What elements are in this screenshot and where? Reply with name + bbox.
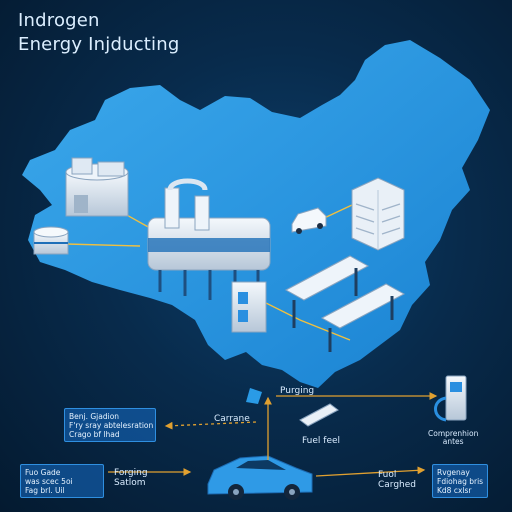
hydrogen-facility — [147, 178, 271, 302]
label-fuel-charged: Fuol Carghed — [378, 470, 417, 490]
charging-station — [434, 375, 467, 422]
storage-benches — [284, 255, 406, 352]
electric-car — [207, 455, 313, 500]
info-box-storage: Benj. Gjadion F'ry sray abtelesration Cr… — [64, 408, 156, 442]
label-compression: Comprenhion antes — [428, 429, 479, 446]
info-box-charged: Rvgenay Fdiohag bris Kd8 cxlsr — [432, 464, 488, 498]
info-box-storage-line-1: Benj. Gjadion — [69, 412, 120, 421]
fuel-nozzle — [299, 403, 339, 427]
info-box-charged-line-1: Rvgenay — [437, 468, 470, 477]
label-forging-station: Forging Satlom — [114, 468, 148, 488]
info-box-station-line-1: Fuo Gade — [25, 468, 61, 477]
title-line-1: Indrogen — [18, 10, 100, 31]
label-fuel-feel: Fuel feel — [302, 436, 341, 446]
info-box-charged-line-2: Fdiohag bris — [437, 477, 484, 486]
info-box-storage-line-3: Crago bf lhad — [69, 430, 120, 439]
gas-tank-left — [33, 226, 69, 255]
info-box-charged-line-3: Kd8 cxlsr — [437, 486, 472, 495]
building-right — [351, 177, 405, 251]
title-line-2: Energy Injducting — [18, 34, 180, 55]
plant-upper-left — [65, 157, 129, 217]
island-small — [246, 388, 262, 404]
info-box-station: Fuo Gade was scec 5oi Fag brl. Uil — [20, 464, 104, 498]
label-purging: Purging — [280, 386, 315, 396]
flow-arrows — [108, 392, 438, 477]
compressor-unit — [231, 281, 267, 333]
label-carrane: Carrane — [214, 414, 250, 424]
info-box-storage-line-2: F'ry sray abtelesration — [69, 421, 154, 430]
info-box-station-line-3: Fag brl. Uil — [25, 486, 65, 495]
small-car — [291, 207, 327, 234]
info-box-station-line-2: was scec 5oi — [25, 477, 73, 486]
